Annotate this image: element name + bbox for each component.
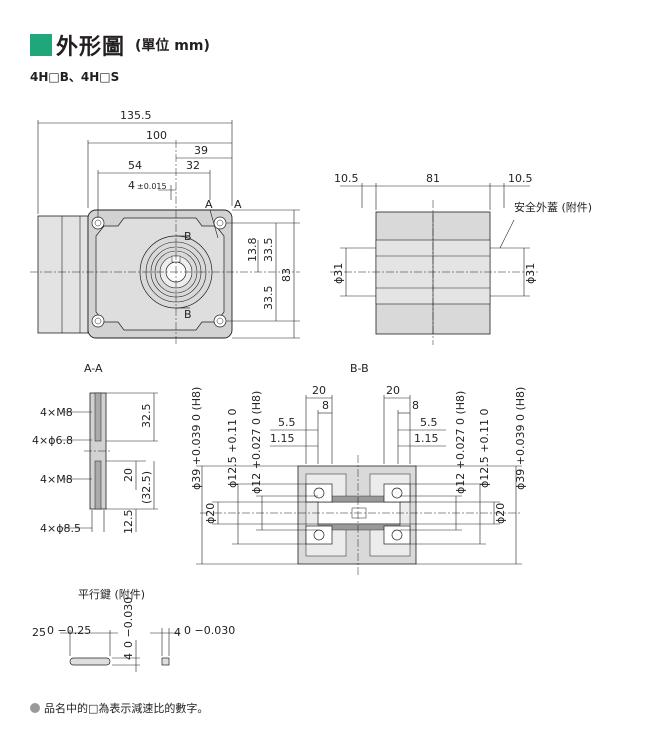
bb-phi20-left: ϕ20	[204, 503, 217, 524]
dim-33-5-lower: 33.5	[262, 286, 275, 311]
dim-13-8: 13.8	[246, 238, 259, 263]
key-dim-25-tol: 0 −0.25	[47, 624, 91, 637]
section-b-b-title: B-B	[350, 362, 369, 375]
bb-dim-20-left: 20	[312, 384, 326, 397]
section-a-label-1: A	[205, 198, 213, 211]
dim-32: 32	[186, 159, 200, 172]
bb-dim-20-right: 20	[386, 384, 400, 397]
key-dim-4-width-tol: 0 −0.030	[184, 624, 235, 637]
bullet-icon	[30, 703, 40, 713]
footnote-text: 品名中的□為表示減速比的數字。	[44, 702, 209, 715]
dim-20: 20	[122, 468, 135, 482]
bearings	[305, 483, 411, 545]
dim-phi31-right: ϕ31	[524, 263, 537, 284]
dim-32-5-paren: (32.5)	[140, 471, 153, 504]
dim-4-tol: 4±0.015	[128, 179, 167, 192]
unit-label: (單位 mm)	[135, 38, 210, 54]
bb-phi12-5-right: ϕ12.5 +0.11 0	[478, 409, 491, 488]
key-dim-4-height-tol: 0 −0.030	[122, 597, 135, 648]
bb-phi12-5-left: ϕ12.5 +0.11 0	[226, 409, 239, 488]
dim-phi31-left: ϕ31	[332, 263, 345, 284]
bb-phi39-right: ϕ39 +0.039 0 (H8)	[514, 387, 527, 490]
key-dim-4-height: 4	[122, 653, 135, 660]
page-title: 外形圖	[56, 35, 126, 60]
dim-33-5-upper: 33.5	[262, 238, 275, 263]
dim-100: 100	[146, 129, 167, 142]
m8-a-label: 4×M8	[40, 406, 73, 419]
bb-dim-8-left: 8	[322, 399, 329, 412]
footnote: 品名中的□為表示減速比的數字。	[30, 700, 208, 716]
dim-39: 39	[194, 144, 208, 157]
m8-b-label: 4×M8	[40, 473, 73, 486]
bb-phi12-left: ϕ12 +0.027 0 (H8)	[250, 391, 263, 494]
dim-54: 54	[128, 159, 142, 172]
dim-83: 83	[280, 268, 293, 282]
phi68-label: 4×ϕ6.8	[32, 434, 73, 447]
model-label: 4H□B、4H□S	[30, 70, 120, 84]
dim-12-5: 12.5	[122, 510, 135, 535]
dim-32-5: 32.5	[140, 404, 153, 429]
header-accent-square	[30, 34, 52, 56]
section-b-label-2: B	[184, 308, 192, 321]
key-dim-25: 25	[32, 626, 46, 639]
dim-81: 81	[426, 172, 440, 185]
section-b-label-1: B	[184, 230, 192, 243]
key-title: 平行鍵 (附件)	[78, 587, 145, 601]
section-b-b: B-B	[190, 362, 527, 575]
bb-phi20-right: ϕ20	[494, 503, 507, 524]
bb-phi12-right: ϕ12 +0.027 0 (H8)	[454, 391, 467, 494]
dim-10-5-left: 10.5	[334, 172, 359, 185]
bb-dim-1-15-left: 1.15	[270, 432, 295, 445]
front-view: 135.5 100 39 54 32 4±0.015 A A B B 13.8 …	[30, 109, 300, 345]
parallel-key: 平行鍵 (附件) 25 0 −0.25 4 0 −0.030 4 0 −0.03…	[32, 587, 235, 672]
section-a-a-title: A-A	[84, 362, 103, 375]
bb-phi39-left: ϕ39 +0.039 0 (H8)	[190, 387, 203, 490]
bb-dim-1-15-right: 1.15	[414, 432, 439, 445]
phi85-label: 4×ϕ8.5	[40, 522, 81, 535]
dim-10-5-right: 10.5	[508, 172, 533, 185]
bb-dim-8-right: 8	[412, 399, 419, 412]
section-a-label-2: A	[234, 198, 242, 211]
section-header: 外形圖 (單位 mm)	[30, 30, 210, 60]
side-view: 10.5 81 10.5 安全外蓋 (附件) ϕ31 ϕ31	[330, 172, 592, 345]
safety-cover-label: 安全外蓋 (附件)	[514, 200, 592, 214]
bb-dim-5-5-right: 5.5	[420, 416, 438, 429]
key-dim-4-width: 4	[174, 626, 181, 639]
flange-bolt-holes	[91, 216, 227, 328]
bb-dim-5-5-left: 5.5	[278, 416, 296, 429]
dim-135-5: 135.5	[120, 109, 152, 122]
section-a-a: A-A 4×M8 4×ϕ6.8 4×M8 4×ϕ8.5 32.5 20 (32.…	[32, 362, 158, 535]
